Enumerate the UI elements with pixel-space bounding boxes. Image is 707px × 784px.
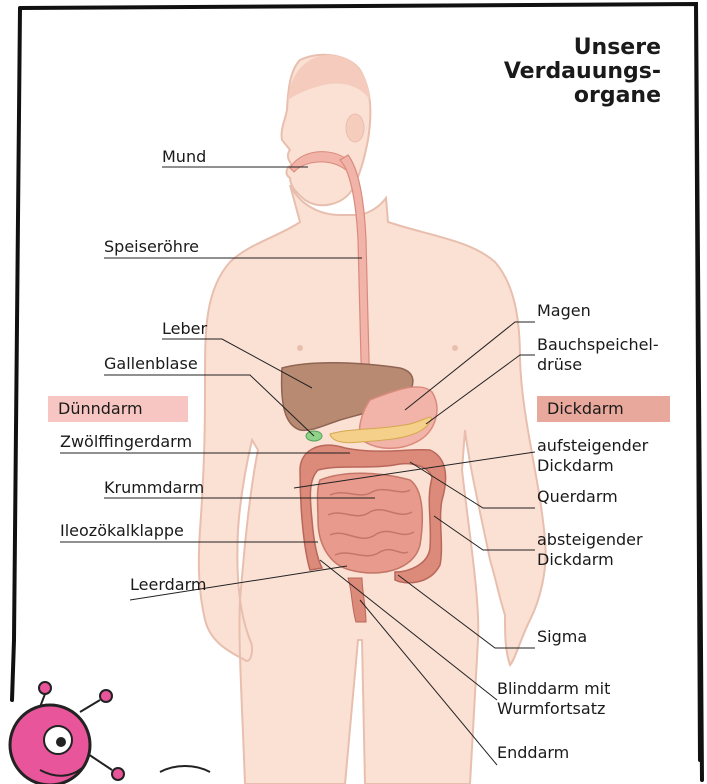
label-speiseroehre: Speiseröhre [104,238,199,256]
label-gallenblase: Gallenblase [104,355,198,373]
body-ear [346,114,364,142]
label-querdarm: Querdarm [537,488,618,506]
label-dickdarm: Dickdarm [537,396,670,422]
label-blinddarm-2: Wurmfortsatz [497,700,605,718]
label-bauchspeichel-2: drüse [537,356,582,374]
label-bauchspeichel-1: Bauchspeichel- [537,336,659,354]
label-leber: Leber [162,320,207,338]
label-ileozoekalklappe: Ileozökalklappe [60,522,184,540]
label-sigma: Sigma [537,628,587,646]
label-aufsteigender-1: aufsteigender [537,437,648,455]
title-line-3: organe [504,84,661,108]
label-enddarm: Enddarm [497,744,569,762]
label-duenndarm: Dünndarm [48,396,188,422]
diagram-title: Unsere Verdauungs- organe [504,36,661,108]
label-aufsteigender-2: Dickdarm [537,457,614,475]
title-line-1: Unsere [504,36,661,60]
body-nipple-left [297,345,303,351]
label-blinddarm-1: Blinddarm mit [497,680,610,698]
label-leerdarm: Leerdarm [130,576,206,594]
label-absteigender-1: absteigender [537,531,643,549]
label-krummdarm: Krummdarm [104,479,204,497]
label-mund: Mund [162,148,206,166]
pink-virus-monster-icon [10,682,210,784]
label-absteigender-2: Dickdarm [537,551,614,569]
label-zwoelffingerdarm: Zwölffingerdarm [60,433,192,451]
title-line-2: Verdauungs- [504,60,661,84]
label-magen: Magen [537,302,591,320]
small-intestine [318,473,423,573]
body-nipple-right [452,345,458,351]
